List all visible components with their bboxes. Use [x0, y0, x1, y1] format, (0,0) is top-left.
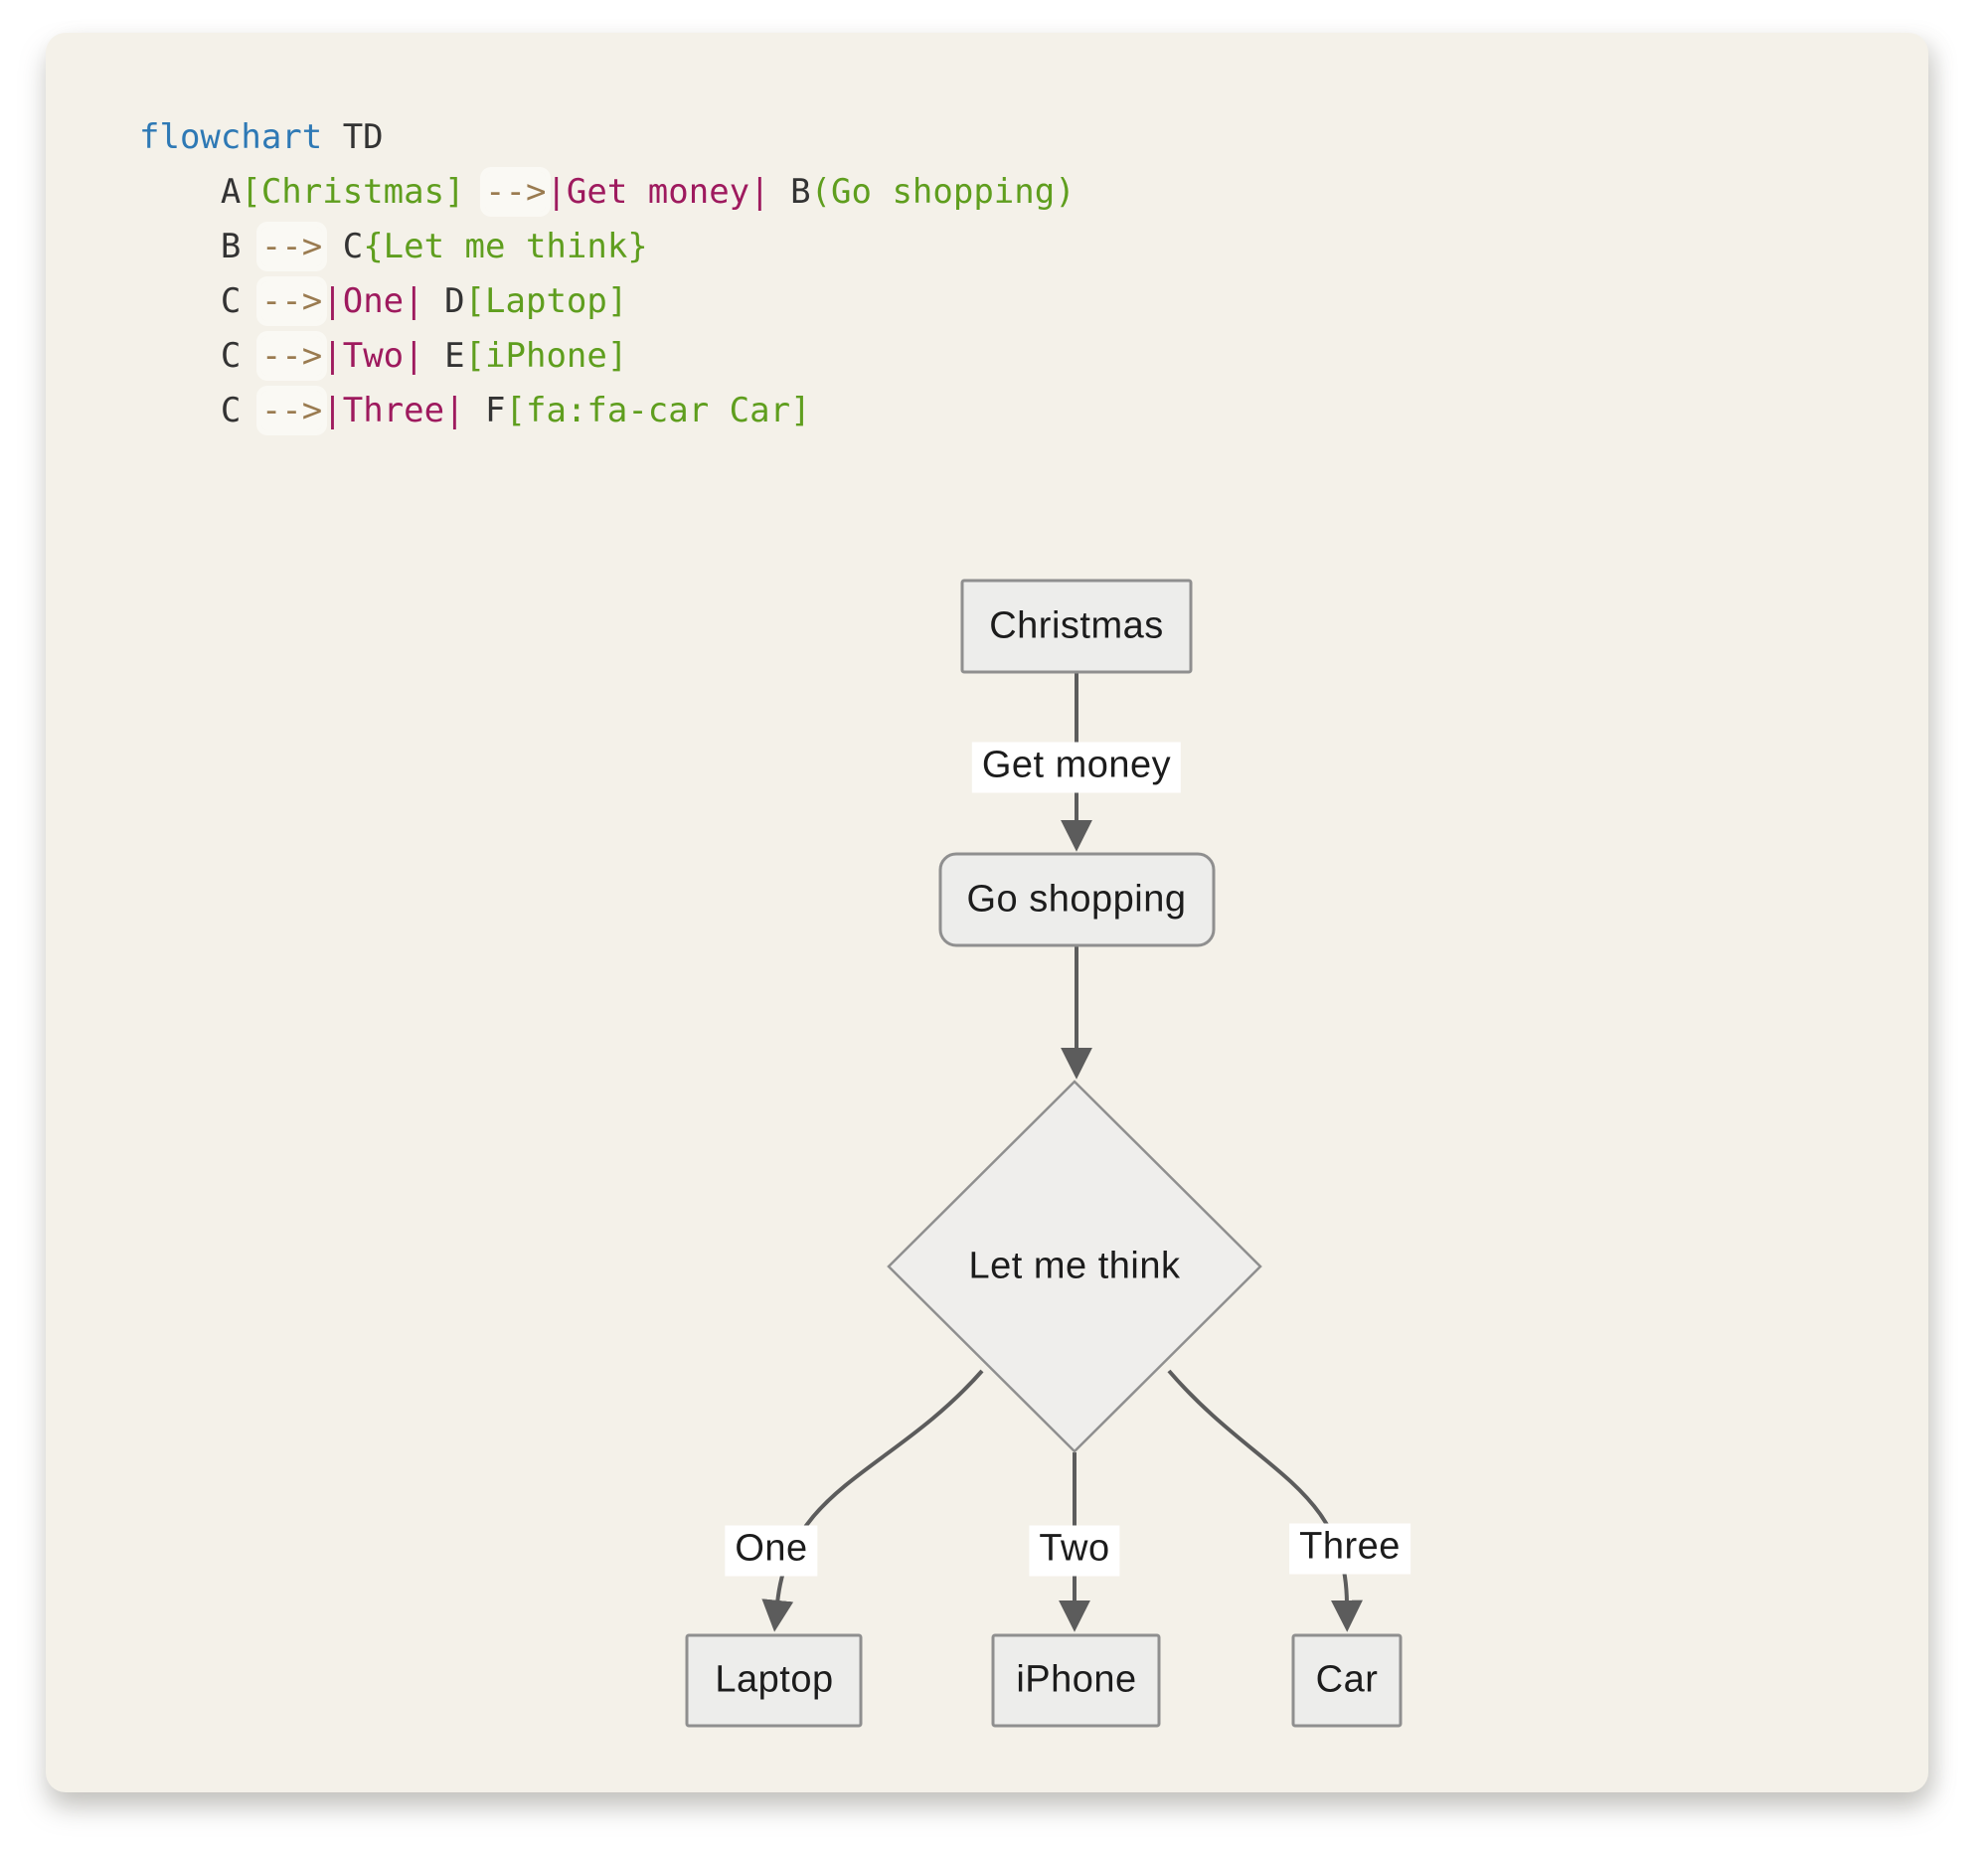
- flowchart-diagram: Get money One Two Three Christmas Go sho…: [46, 33, 1928, 1792]
- code-token: -->: [260, 336, 323, 376]
- code-token: [Laptop]: [464, 281, 628, 321]
- code-token: |One|: [322, 281, 424, 321]
- code-token: [fa:fa-car Car]: [505, 391, 811, 430]
- code-token: D: [423, 281, 465, 321]
- code-token: C: [139, 336, 261, 376]
- mermaid-code-block: flowchart TD A[Christmas] -->|Get money|…: [139, 110, 1076, 438]
- code-token: |Two|: [322, 336, 424, 376]
- code-token: -->: [260, 391, 323, 430]
- code-token: E: [423, 336, 465, 376]
- code-token: C: [322, 227, 364, 266]
- code-line: C -->|One| D[Laptop]: [139, 274, 1076, 329]
- mermaid-card: flowchart TD A[Christmas] -->|Get money|…: [46, 33, 1928, 1792]
- code-token: |Get money|: [546, 172, 770, 212]
- code-line: C -->|Three| F[fa:fa-car Car]: [139, 384, 1076, 438]
- node-label-go-shopping: Go shopping: [966, 878, 1187, 921]
- edge-label-get-money: Get money: [971, 742, 1182, 793]
- node-label-car: Car: [1315, 1658, 1379, 1701]
- node-iphone-shape: [991, 1633, 1161, 1728]
- node-label-laptop: Laptop: [715, 1658, 834, 1701]
- flowchart-canvas: [685, 579, 1403, 1728]
- code-token: C: [139, 391, 261, 430]
- edge-label-three: Three: [1289, 1523, 1410, 1575]
- node-label-iphone: iPhone: [1016, 1658, 1137, 1701]
- code-token: flowchart: [139, 117, 323, 157]
- code-line: flowchart TD: [139, 110, 1076, 165]
- code-token: B: [769, 172, 811, 212]
- code-token: (Go shopping): [810, 172, 1076, 212]
- node-label-let-me-think: Let me think: [968, 1245, 1181, 1287]
- code-line: B --> C{Let me think}: [139, 220, 1076, 274]
- code-token: TD: [322, 117, 384, 157]
- code-token: C: [139, 281, 261, 321]
- node-let-me-think-shape: [887, 1080, 1262, 1453]
- code-token: -->: [260, 281, 323, 321]
- code-token: -->: [485, 172, 547, 212]
- node-car-shape: [1291, 1633, 1403, 1728]
- code-token: {Let me think}: [363, 227, 648, 266]
- code-token: |Three|: [322, 391, 465, 430]
- code-line: C -->|Two| E[iPhone]: [139, 329, 1076, 384]
- code-token: A: [139, 172, 242, 212]
- edge-label-two: Two: [1029, 1525, 1120, 1577]
- code-token: [Christmas]: [241, 172, 465, 212]
- code-token: -->: [260, 227, 323, 266]
- code-line: A[Christmas] -->|Get money| B(Go shoppin…: [139, 165, 1076, 220]
- node-laptop-shape: [685, 1633, 863, 1728]
- code-token: F: [464, 391, 506, 430]
- node-go-shopping-shape: [938, 852, 1216, 947]
- node-label-christmas: Christmas: [989, 604, 1164, 647]
- node-christmas-shape: [960, 579, 1193, 674]
- edge-label-one: One: [725, 1525, 818, 1577]
- code-token: B: [139, 227, 261, 266]
- code-token: [iPhone]: [464, 336, 628, 376]
